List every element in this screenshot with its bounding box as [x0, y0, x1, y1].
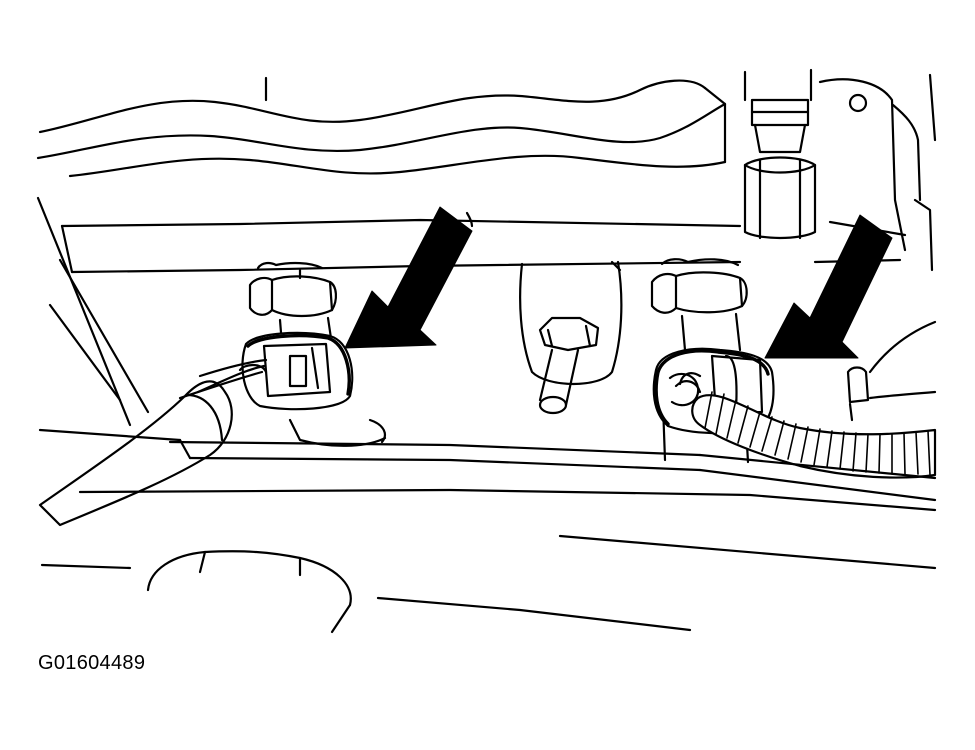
right-bracket	[846, 320, 937, 422]
fuel-rail	[60, 211, 907, 274]
left-pointer-arrow	[344, 206, 473, 349]
mounting-boss	[818, 73, 937, 272]
fuel-line-fitting	[743, 98, 817, 240]
lower-ledge	[38, 428, 937, 512]
lower-structure	[40, 534, 937, 634]
upper-housing	[36, 68, 813, 178]
left-sensor-connector	[238, 331, 354, 411]
figure-id-label: G01604489	[38, 652, 146, 674]
left-wire-harness	[38, 358, 268, 527]
right-corrugated-harness	[674, 372, 937, 479]
right-pointer-arrow	[764, 214, 893, 359]
center-stud	[519, 260, 623, 415]
left-frame-members	[36, 196, 150, 427]
